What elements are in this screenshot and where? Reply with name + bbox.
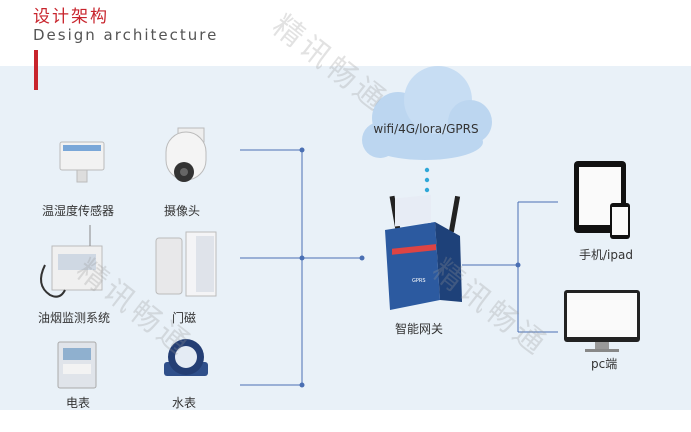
- door-sensor-icon: [155, 231, 217, 297]
- left-connectors: [240, 149, 362, 386]
- camera-icon: [165, 127, 207, 182]
- diagram-panel: [0, 66, 691, 410]
- page-title: 设计架构: [33, 7, 109, 27]
- pc-label: pc端: [591, 357, 618, 371]
- svg-text:GPRS: GPRS: [412, 278, 426, 284]
- mobile-label: 手机/ipad: [579, 248, 633, 262]
- gateway-icon: GPRS: [385, 194, 462, 310]
- smoke-system-label: 油烟监测系统: [38, 311, 111, 325]
- gateway-label: 智能网关: [395, 322, 444, 336]
- connector-dots: [299, 147, 521, 388]
- power-meter-label: 电表: [66, 396, 91, 410]
- right-connectors: [462, 201, 558, 333]
- cloud-label: wifi/4G/lora/GPRS: [373, 122, 478, 136]
- camera-label: 摄像头: [164, 204, 201, 218]
- door-sensor-label: 门磁: [172, 311, 197, 325]
- water-meter-icon: [164, 339, 208, 376]
- accent-bar: [34, 50, 38, 90]
- temp-sensor-label: 温湿度传感器: [42, 204, 115, 218]
- smoke-monitor-icon: [40, 225, 103, 298]
- water-meter-label: 水表: [172, 396, 197, 410]
- wireless-link-dots: [424, 167, 430, 193]
- page-subtitle: Design architecture: [33, 26, 219, 44]
- pc-monitor-icon: [564, 290, 640, 352]
- phone-icon: [610, 203, 630, 239]
- temperature-sensor-icon: [59, 141, 105, 183]
- cloud-icon: [362, 66, 492, 160]
- power-meter-icon: [57, 341, 97, 389]
